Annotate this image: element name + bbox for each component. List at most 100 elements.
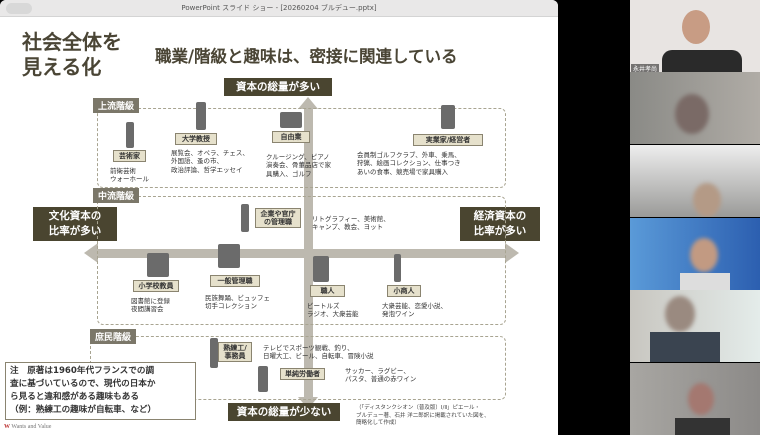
citation-line: （「ディスタンクシオン（普及版）Ⅰ/Ⅱ」ピエール・ — [356, 405, 481, 411]
occupation-label: 熟練工/事務員 — [218, 342, 252, 363]
label-line: 事務員 — [224, 352, 246, 361]
participant-face — [682, 10, 710, 44]
hobby: テレビでスポーツ観戦、釣り、 — [263, 344, 354, 352]
occupation-label: 一般管理職 — [210, 275, 260, 288]
hobby: 民族舞踊、ビュッフェ — [205, 294, 270, 302]
hobby: 外国語、蚤の市、 — [171, 157, 223, 166]
arrow-up-icon — [298, 97, 318, 109]
hobby: あいの食事、競売場で家具購入 — [357, 167, 448, 176]
participant-body — [675, 418, 730, 435]
video-tile[interactable] — [630, 145, 760, 217]
participant-face — [693, 183, 721, 217]
horizontal-axis-arrow — [96, 249, 506, 258]
hobby-list: 図書館に登録夜間講習会 — [131, 297, 170, 314]
note-line: ら見ると違和感がある趣味もある — [10, 392, 139, 402]
clerk-figure-icon — [218, 244, 240, 268]
hobby-list: ビートルズラジオ、大衆芸能 — [307, 302, 358, 319]
hobby: 会員制ゴルフクラブ、外車、乗馬、 — [357, 151, 461, 159]
title-line: 社会全体を — [22, 30, 122, 54]
video-tile[interactable] — [630, 363, 760, 435]
label-line: 熟練工/ — [223, 344, 247, 352]
citation-line: ブルデュー著、石井 洋二郎訳に掲載されていた図を、 — [356, 412, 490, 419]
video-tile[interactable] — [630, 218, 760, 290]
occupation-label: 単純労働者 — [280, 368, 325, 381]
citation: （「ディスタンクシオン（普及版）Ⅰ/Ⅱ」ピエール・ ブルデュー著、石井 洋二郎訳… — [356, 405, 490, 428]
video-tile[interactable] — [630, 72, 760, 144]
hobby: 演奏会、骨董品店で家 — [266, 161, 331, 170]
craftsman-figure-icon — [313, 256, 329, 282]
hobby: ビートルズ — [307, 302, 340, 310]
hobby: サッカー、ラグビー、 — [345, 367, 410, 375]
axis-bottom-label: 資本の総量が少ない — [228, 403, 340, 421]
logo-text: Wants and Value — [11, 424, 52, 430]
note-line: 注 原著は1960年代フランスでの調 — [10, 366, 155, 376]
citation-line: 簡略化して作成） — [356, 420, 400, 427]
label-line: 企業や官庁 — [260, 210, 296, 218]
note-line: （例：熟練工の趣味が自転車、など） — [10, 405, 157, 415]
axis-top-label: 資本の総量が多い — [224, 78, 332, 96]
occupation-label: 企業や官庁の管理職 — [255, 208, 301, 229]
axis-left-line: 比率が多い — [48, 225, 102, 237]
arrow-left-icon — [84, 243, 98, 263]
occupation-label: 芸術家 — [113, 150, 146, 163]
hobby: クルージング、ピアノ — [266, 153, 330, 161]
axis-left-label: 文化資本の比率が多い — [33, 207, 117, 241]
axis-left-line: 文化資本の — [48, 210, 102, 222]
skilled-worker-figure-icon — [210, 338, 218, 368]
hobby-list: 会員制ゴルフクラブ、外車、乗馬、狩猟、絵画コレクション、仕事つきあいの食事、競売… — [357, 151, 461, 176]
executive-figure-icon — [441, 105, 455, 129]
participant-face — [688, 383, 714, 415]
middle-class-label: 中流階級 — [93, 188, 140, 203]
hobby: 前衛芸術 — [110, 167, 136, 175]
participant-name: 永井孝尚 — [631, 64, 660, 72]
participant-face — [665, 296, 695, 332]
participant-face — [690, 238, 718, 272]
hobby: 夜間講習会 — [131, 305, 164, 314]
upper-class-label: 上流階級 — [93, 98, 140, 113]
arrow-right-icon — [505, 243, 519, 263]
manager-figure-icon — [241, 204, 249, 232]
slide-subtitle: 職業/階級と趣味は、密接に関連している — [155, 47, 458, 66]
hobby-list: 大衆芸能、恋愛小説、発泡ワイン — [382, 302, 447, 319]
slideshow-window: PowerPoint スライド ショー - [20260204 ブルデュー.pp… — [0, 0, 558, 435]
hobby: ラジオ、大衆芸能 — [307, 310, 359, 319]
occupation-label: 自由業 — [272, 131, 310, 144]
occupation-label: 職人 — [310, 285, 345, 298]
hobby: 発泡ワイン — [382, 310, 415, 319]
lower-class-label: 庶民階級 — [90, 329, 137, 344]
hobby: 切手コレクション — [205, 302, 257, 311]
hobby-list: 前衛芸術ウォーホール — [110, 167, 149, 184]
middle-class-region — [97, 196, 506, 325]
company-logo: W Wants and Value — [4, 424, 51, 430]
hobby: 展覧会、オペラ、チェス、 — [171, 149, 249, 157]
hobby: 日曜大工、ビール、自転車、冒険小説 — [263, 352, 374, 361]
teacher-figure-icon — [147, 253, 169, 277]
hobby: キャンプ、教会、ヨット — [312, 223, 384, 232]
note-line: 査に基づいているので、現代の日本か — [10, 379, 156, 389]
hobby-list: サッカー、ラグビー、パスタ、普通の赤ワイン — [345, 367, 416, 384]
window-titlebar: PowerPoint スライド ショー - [20260204 ブルデュー.pp… — [0, 0, 558, 17]
sidebar-toggle-button[interactable] — [6, 3, 32, 14]
axis-right-line: 経済資本の — [473, 210, 527, 222]
hobby-list: 民族舞踊、ビュッフェ切手コレクション — [205, 294, 270, 311]
window-title: PowerPoint スライド ショー - [20260204 ブルデュー.pp… — [181, 4, 377, 12]
video-tile-speaker[interactable]: 永井孝尚 — [630, 0, 760, 72]
hobby-list: テレビでスポーツ観戦、釣り、日曜大工、ビール、自転車、冒険小説 — [263, 344, 374, 361]
professor-figure-icon — [196, 102, 206, 130]
axis-right-line: 比率が多い — [473, 225, 527, 237]
hobby: 狩猟、絵画コレクション、仕事つき — [357, 159, 461, 168]
hobby: ウォーホール — [110, 175, 149, 184]
logo-mark-icon: W — [4, 424, 10, 430]
hobby: 大衆芸能、恋愛小説、 — [382, 302, 447, 310]
laborer-figure-icon — [258, 366, 268, 392]
upper-class-region — [97, 108, 506, 188]
hobby: パスタ、普通の赤ワイン — [345, 375, 417, 384]
video-tile[interactable] — [630, 290, 760, 362]
title-line: 見える化 — [22, 55, 102, 79]
occupation-label: 小学校教員 — [133, 280, 179, 293]
freelancer-figure-icon — [280, 112, 302, 128]
participant-body — [662, 50, 742, 72]
occupation-label: 実業家/経営者 — [413, 134, 483, 147]
label-line: の管理職 — [264, 218, 292, 227]
hobby-list: リトグラフィー、美術館、キャンプ、教会、ヨット — [312, 215, 390, 232]
